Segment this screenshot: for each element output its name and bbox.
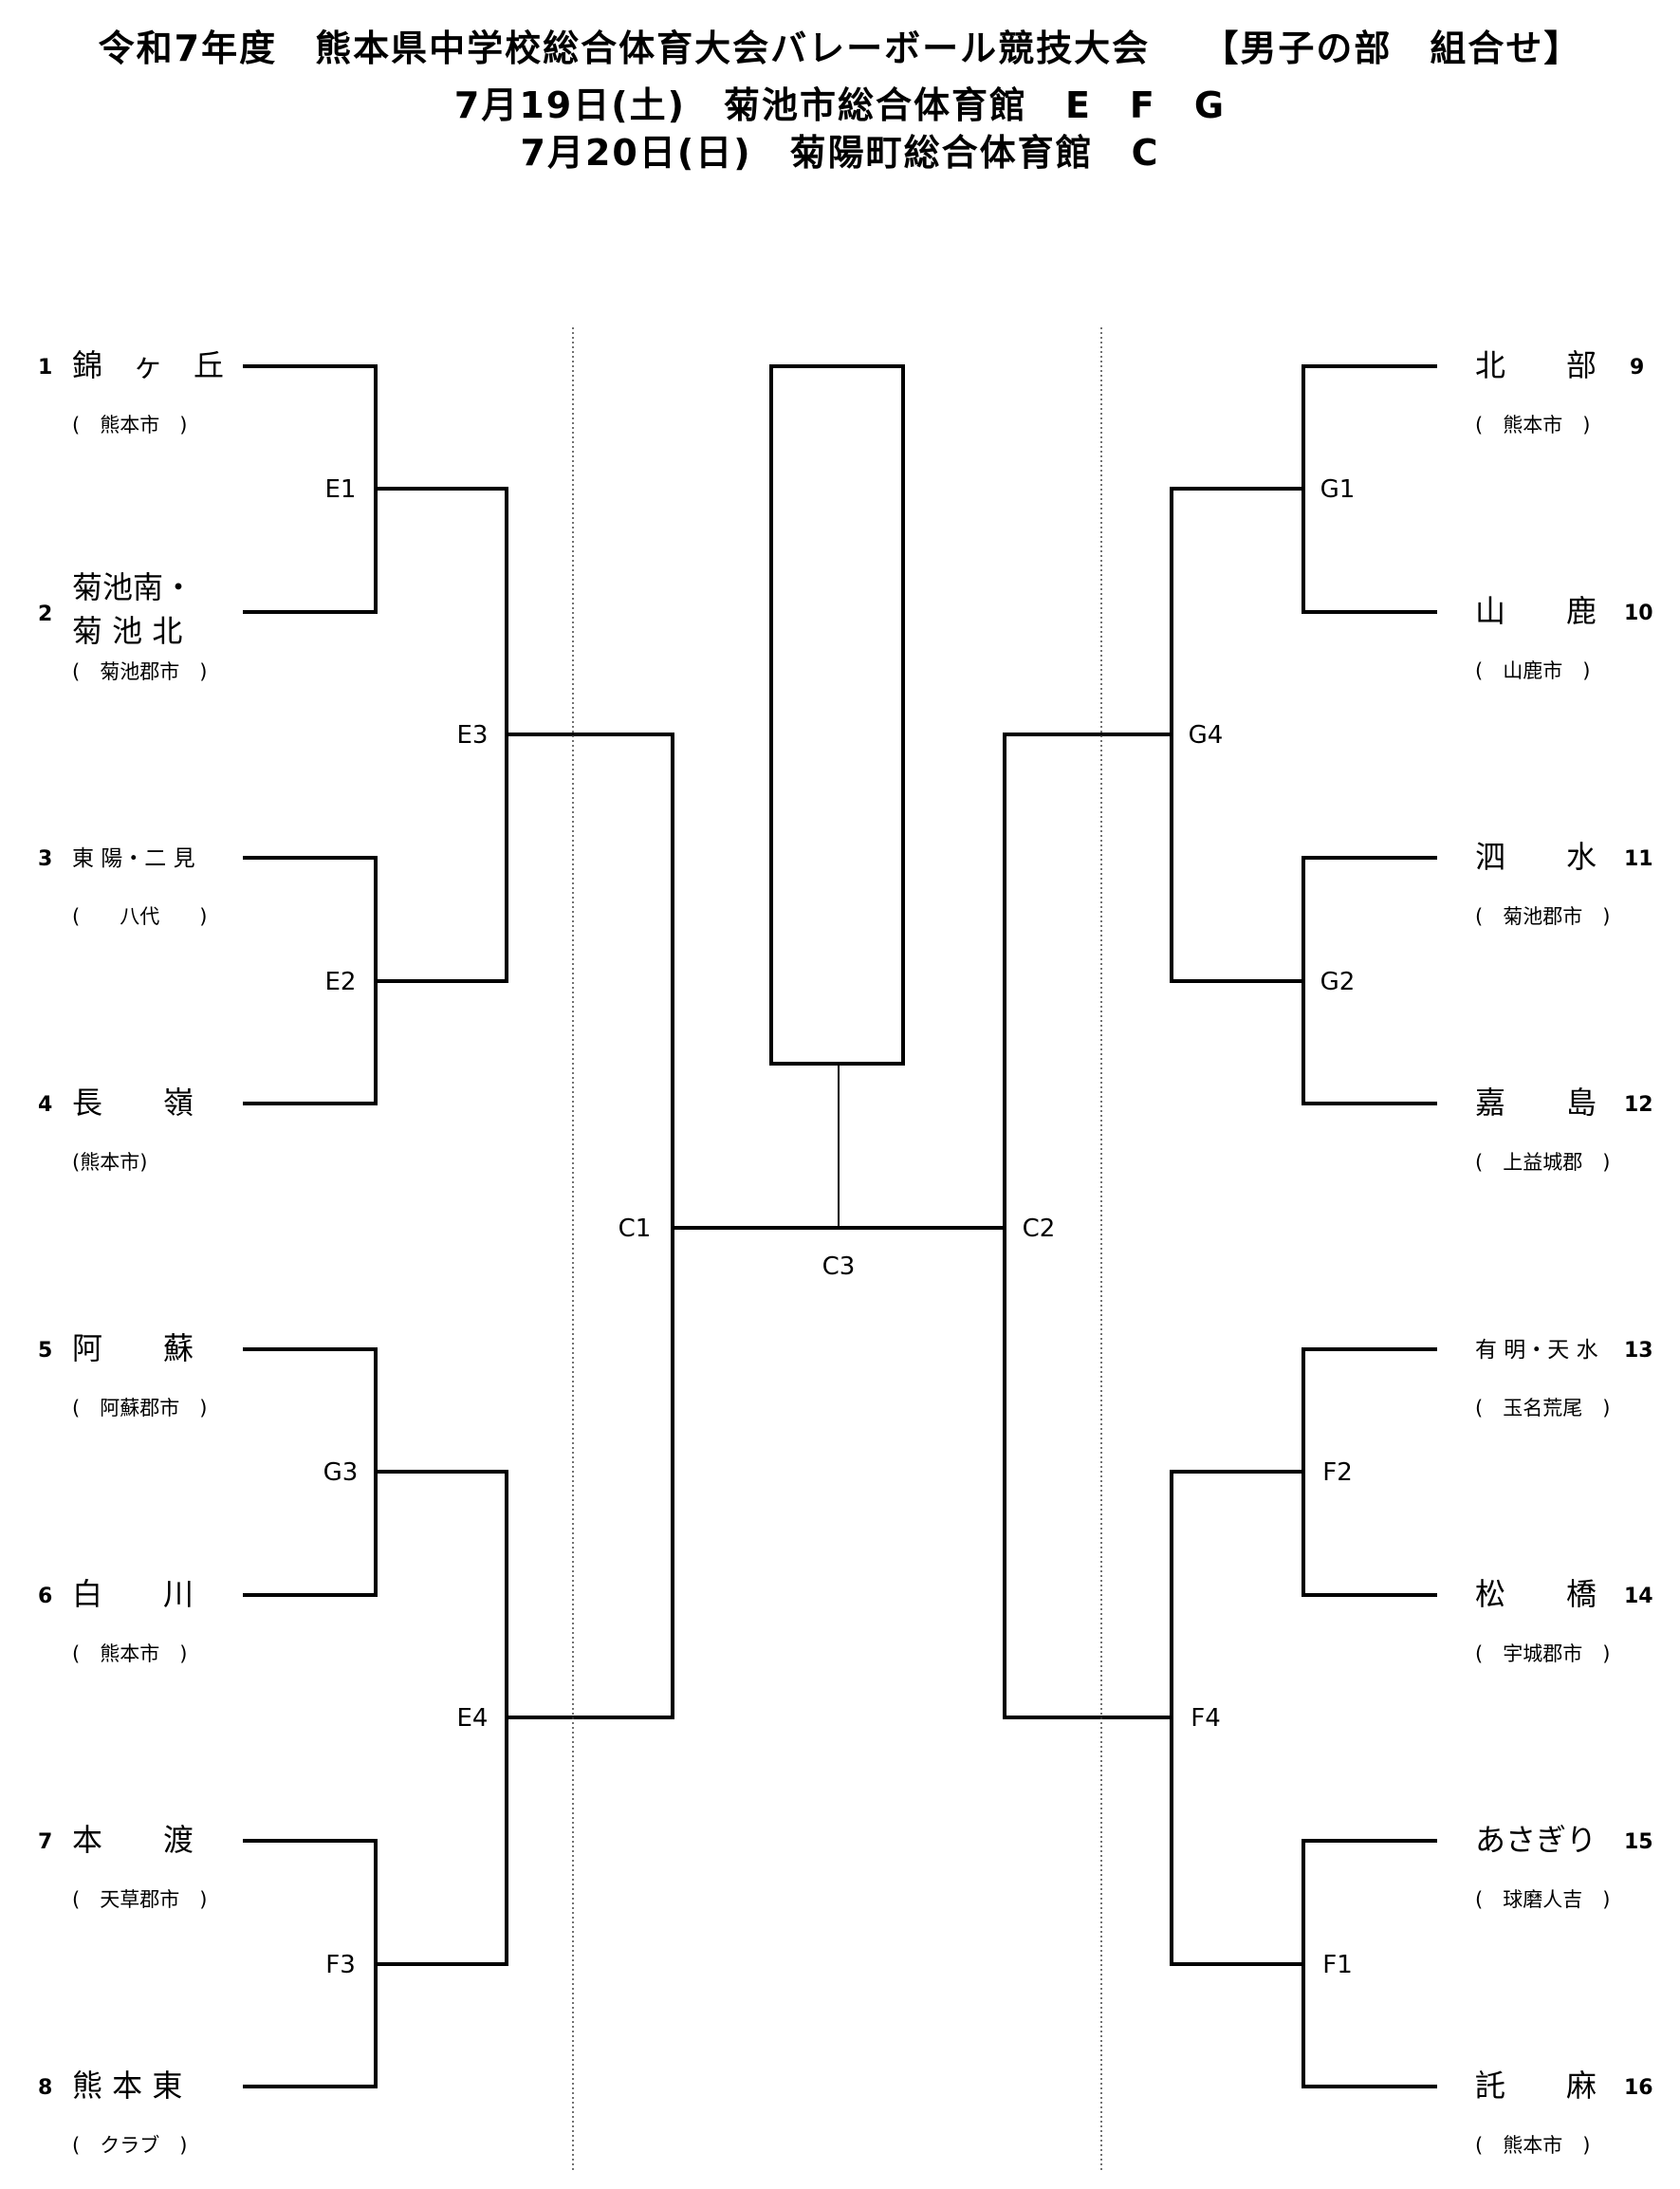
team-number: 2 <box>38 603 52 626</box>
match-label-C1: C1 <box>618 1215 652 1243</box>
team-region: ( 熊本市 ) <box>1475 2134 1590 2157</box>
team-region: ( 八代 ) <box>72 905 207 928</box>
title-line-3: 7月20日(日) 菊陽町総合体育館 C <box>520 132 1160 174</box>
team-number: 16 <box>1624 2076 1653 2100</box>
bracket-line-F3 <box>243 1839 378 2088</box>
team-region: (熊本市) <box>72 1151 147 1174</box>
team-region: ( 天草郡市 ) <box>72 1888 207 1911</box>
team-name: あさぎり <box>1475 1822 1597 1858</box>
team-number: 5 <box>38 1339 52 1363</box>
match-label-G3: G3 <box>323 1458 359 1487</box>
team-region: ( 球磨人吉 ) <box>1475 1888 1610 1911</box>
team-number: 4 <box>38 1093 52 1117</box>
team-name: 阿 蘇 <box>72 1330 194 1366</box>
team-region: ( 熊本市 ) <box>72 414 187 436</box>
team-number: 1 <box>38 356 52 380</box>
match-label-F1: F1 <box>1322 1951 1353 1979</box>
team-region: ( クラブ ) <box>72 2134 187 2157</box>
team-name: 錦 ヶ 丘 <box>72 347 224 383</box>
team-number: 14 <box>1624 1585 1653 1608</box>
team-name: 本 渡 <box>72 1822 194 1858</box>
match-label-G4: G4 <box>1189 721 1224 750</box>
match-label-G2: G2 <box>1320 968 1356 996</box>
match-label-F4: F4 <box>1191 1704 1221 1733</box>
title-line-1: 令和7年度 熊本県中学校総合体育大会バレーボール競技大会 【男子の部 組合せ】 <box>98 28 1582 69</box>
match-label-E4: E4 <box>457 1704 489 1733</box>
team-number: 6 <box>38 1585 52 1608</box>
team-number: 13 <box>1624 1339 1653 1363</box>
match-label-G1: G1 <box>1320 475 1356 504</box>
team-number: 9 <box>1630 356 1644 380</box>
team-name: 熊 本 東 <box>72 2068 182 2104</box>
team-number: 7 <box>38 1830 52 1854</box>
team-number: 10 <box>1624 602 1653 625</box>
team-region: ( 上益城郡 ) <box>1475 1151 1610 1174</box>
team-region: ( 菊池郡市 ) <box>72 660 207 683</box>
team-region: ( 山鹿市 ) <box>1475 659 1590 682</box>
team-region: ( 玉名荒尾 ) <box>1475 1397 1610 1419</box>
team-region: ( 菊池郡市 ) <box>1475 905 1610 928</box>
match-label-F3: F3 <box>325 1951 356 1979</box>
team-region: ( 熊本市 ) <box>1475 414 1590 436</box>
team-name: 有 明・天 水 <box>1475 1338 1598 1363</box>
team-name-line2: 菊 池 北 <box>72 613 182 649</box>
team-name: 菊池南・ <box>72 569 194 605</box>
team-region: ( 宇城郡市 ) <box>1475 1642 1610 1665</box>
team-number: 11 <box>1624 847 1653 871</box>
team-region: ( 阿蘇郡市 ) <box>72 1397 207 1419</box>
match-label-C3: C3 <box>822 1252 856 1281</box>
match-label-F2: F2 <box>1322 1458 1353 1487</box>
team-name: 長 嶺 <box>72 1085 194 1121</box>
team-name: 託 麻 <box>1475 2068 1597 2104</box>
team-name: 北 部 <box>1475 347 1597 383</box>
champion-box <box>769 364 905 1066</box>
team-number: 3 <box>38 847 52 871</box>
team-name: 東 陽・二 見 <box>72 846 195 871</box>
team-number: 15 <box>1624 1830 1653 1854</box>
match-label-E2: E2 <box>325 968 357 996</box>
team-number: 8 <box>38 2076 52 2100</box>
team-name: 泗 水 <box>1475 839 1597 875</box>
title-line-2: 7月19日(土) 菊池市総合体育館 E F G <box>453 84 1227 126</box>
team-name: 嘉 島 <box>1475 1085 1597 1121</box>
team-name: 松 橋 <box>1475 1576 1597 1612</box>
match-label-E1: E1 <box>325 475 357 504</box>
team-name: 山 鹿 <box>1475 593 1597 629</box>
match-label-E3: E3 <box>457 721 489 750</box>
team-name: 白 川 <box>72 1576 194 1612</box>
team-region: ( 熊本市 ) <box>72 1642 187 1665</box>
match-label-C2: C2 <box>1023 1215 1056 1243</box>
team-number: 12 <box>1624 1093 1653 1117</box>
